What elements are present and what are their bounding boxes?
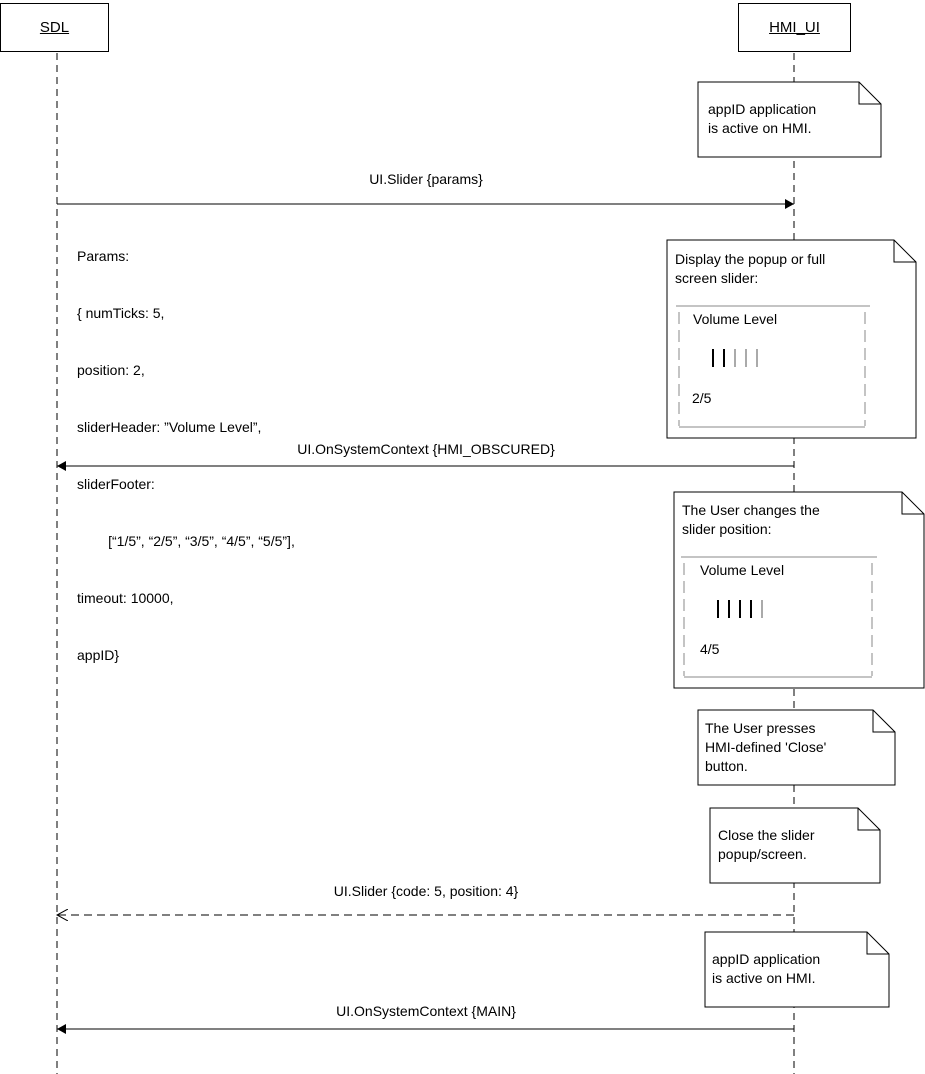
params-line: sliderHeader: ”Volume Level”, — [77, 419, 262, 435]
slider-mockup-frame-1 — [676, 305, 870, 428]
note-user-changes: The User changes the slider position: — [682, 501, 820, 539]
note-shape-user-presses — [697, 709, 896, 786]
note-line: Close the slider — [718, 827, 815, 843]
note-line: The User changes the — [682, 502, 820, 518]
note-line: HMI-defined 'Close' — [705, 739, 827, 755]
actor-hmi-ui: HMI_UI — [738, 3, 851, 52]
message-label-ui-slider-params: UI.Slider {params} — [369, 171, 483, 187]
message-label-on-system-context-main: UI.OnSystemContext {MAIN} — [336, 1003, 516, 1019]
message-label-ui-slider-response: UI.Slider {code: 5, position: 4} — [333, 883, 519, 899]
note-shape-user-changes — [673, 491, 925, 689]
params-line: [“1/5”, “2/5”, “3/5”, “4/5”, “5/5”], — [77, 533, 295, 549]
params-line: { numTicks: 5, — [77, 305, 165, 321]
note-active-2: appID application is active on HMI. — [712, 950, 820, 988]
note-shape-close-slider — [709, 807, 881, 884]
slider-mockup-frame-2 — [681, 556, 877, 678]
note-line: The User presses — [705, 720, 816, 736]
slider-header-2: Volume Level — [700, 562, 785, 578]
actor-hmi-ui-label: HMI_UI — [769, 19, 820, 36]
actor-sdl: SDL — [0, 3, 109, 52]
params-block: Params: { numTicks: 5, position: 2, slid… — [77, 209, 295, 684]
note-line: slider position: — [682, 521, 772, 537]
note-shape-active-1 — [697, 81, 882, 158]
slider-ticks-1 — [712, 349, 758, 367]
slider-ticks-2 — [717, 600, 763, 618]
note-shape-active-2 — [704, 931, 890, 1008]
note-line: screen slider: — [675, 270, 759, 286]
params-line: timeout: 10000, — [77, 590, 174, 606]
note-line: button. — [705, 758, 748, 774]
params-line: Params: — [77, 248, 130, 264]
actor-sdl-label: SDL — [39, 19, 70, 36]
note-display-slider: Display the popup or full screen slider: — [675, 250, 825, 288]
note-active-1: appID application is active on HMI. — [708, 100, 816, 138]
note-shape-display-slider — [666, 239, 917, 439]
note-line: Display the popup or full — [675, 251, 826, 267]
params-line: appID} — [77, 647, 120, 663]
slider-footer-1: 2/5 — [692, 390, 712, 406]
note-line: is active on HMI. — [712, 970, 816, 986]
note-line: is active on HMI. — [708, 120, 812, 136]
message-label-on-system-context-obscured: UI.OnSystemContext {HMI_OBSCURED} — [297, 441, 555, 457]
params-line: position: 2, — [77, 362, 145, 378]
note-line: appID application — [708, 101, 817, 117]
params-line: sliderFooter: — [77, 476, 155, 492]
note-line: appID application — [712, 951, 821, 967]
note-close-slider: Close the slider popup/screen. — [718, 826, 815, 864]
note-user-presses: The User presses HMI-defined 'Close' but… — [705, 719, 826, 776]
note-line: popup/screen. — [718, 846, 807, 862]
slider-footer-2: 4/5 — [700, 641, 720, 657]
slider-header-1: Volume Level — [693, 311, 778, 327]
